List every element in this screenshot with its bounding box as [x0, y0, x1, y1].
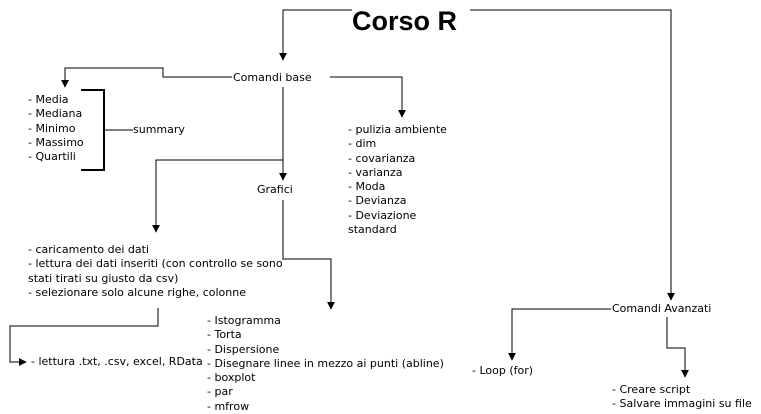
edge-to-data-list [152, 159, 283, 233]
mind-map-title: Corso R [352, 6, 458, 36]
plot-item: - Dispersione [207, 342, 280, 356]
data-item: - selezionare solo alcune righe, colonne [28, 285, 246, 299]
node-summary: summary [133, 123, 185, 136]
function-item: - Deviazione [348, 208, 417, 222]
function-item: - covarianza [348, 151, 416, 165]
function-item: - varianza [348, 165, 403, 179]
data-item: - lettura dei dati inseriti (con control… [28, 257, 283, 271]
node-comandi-avanzati: Comandi Avanzati [612, 302, 712, 315]
function-item: - dim [348, 137, 377, 151]
stats-item: - Media [28, 93, 69, 106]
function-item: standard [348, 223, 397, 237]
edge-title-to-comandi-avanzati [470, 9, 675, 301]
node-loop: - Loop (for) [472, 364, 534, 377]
edge-avanzati-to-script [666, 317, 689, 378]
plot-item: - mfrow [207, 399, 250, 413]
edge-title-to-comandi-base [279, 9, 352, 61]
plot-item: - Disegnare linee in mezzo ai punti (abl… [207, 356, 444, 370]
function-item: - Devianza [348, 194, 407, 208]
script-item: - Creare script [612, 383, 691, 396]
node-script-list: - Creare script - Salvare immagini su fi… [612, 383, 752, 412]
stats-item: - Quartili [28, 150, 76, 164]
function-item: - Moda [348, 180, 386, 194]
edge-grafici-to-plots [282, 200, 335, 310]
data-item: stati tirati su giusto da csv) [28, 271, 179, 285]
edge-avanzati-to-loop [508, 308, 611, 361]
node-formats: - lettura .txt, .csv, excel, RData [31, 355, 203, 368]
function-item: - pulizia ambiente [348, 123, 447, 136]
edge-comandi-base-to-stats [61, 67, 232, 88]
data-item: - caricamento dei dati [28, 243, 150, 256]
edge-data-list-to-formats [9, 308, 159, 366]
node-data-list: - caricamento dei dati - lettura dei dat… [28, 243, 283, 300]
edge-comandi-base-to-functions [330, 76, 406, 118]
script-item: - Salvare immagini su file [612, 397, 752, 411]
stats-item: - Massimo [28, 135, 84, 149]
plot-item: - par [207, 385, 233, 399]
plot-item: - Torta [207, 328, 242, 342]
plot-item: - boxplot [207, 371, 256, 385]
node-stats-list: - Media - Mediana - Minimo - Massimo - Q… [28, 93, 84, 164]
node-functions-list: - pulizia ambiente - dim - covarianza - … [348, 123, 447, 237]
node-comandi-base: Comandi base [233, 71, 312, 84]
summary-bracket [81, 89, 105, 171]
stats-item: - Mediana [28, 107, 83, 121]
node-grafici: Grafici [257, 183, 293, 196]
plot-item: - Istogramma [207, 314, 281, 327]
node-plots-list: - Istogramma - Torta - Dispersione - Dis… [207, 314, 444, 414]
stats-item: - Minimo [28, 121, 76, 135]
